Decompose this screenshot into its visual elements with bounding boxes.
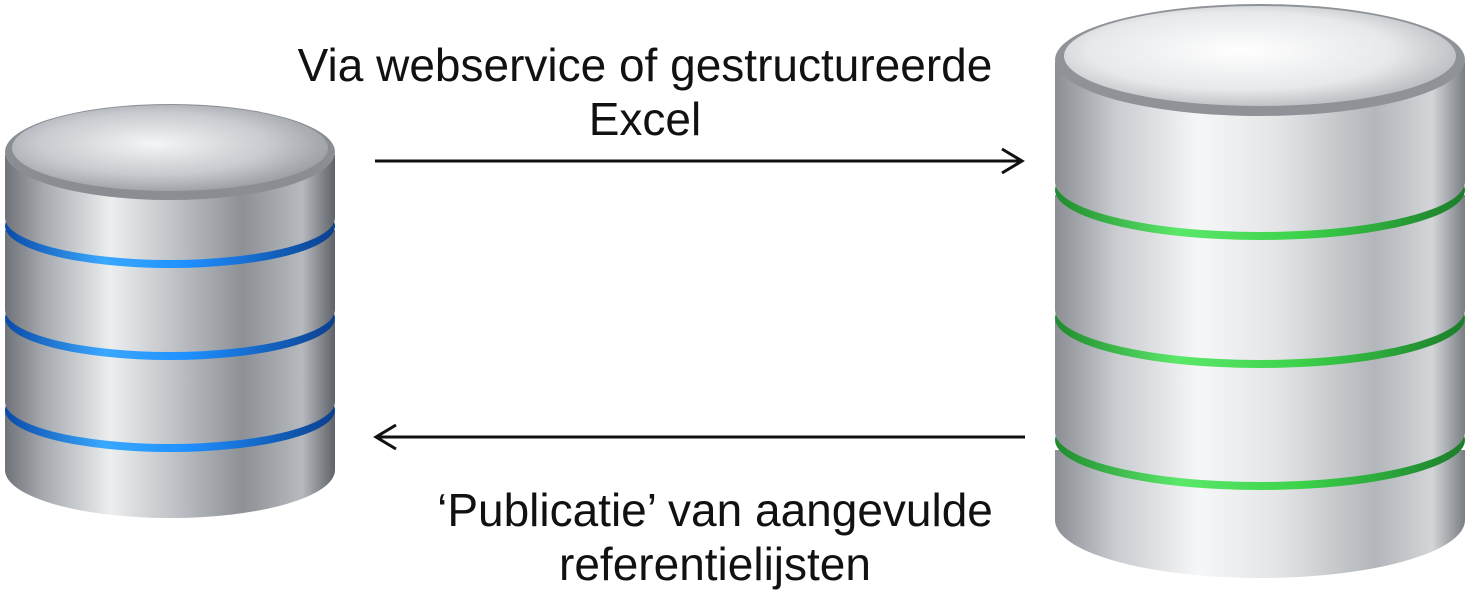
flow-label-bottom: ‘Publicatie’ van aangevulde referentieli…: [365, 483, 1065, 591]
arrow-left: [373, 423, 1025, 451]
database-icon: [5, 104, 335, 518]
flow-label-bottom-line1: ‘Publicatie’ van aangevulde: [437, 484, 993, 536]
flow-label-bottom-line2: referentielijsten: [559, 538, 871, 590]
flow-label-top: Via webservice of gestructureerde Excel: [245, 38, 1045, 146]
database-icon: [1055, 4, 1465, 578]
flow-label-top-line1: Via webservice of gestructureerde: [297, 39, 993, 91]
flow-label-top-line2: Excel: [588, 93, 702, 145]
arrow-right: [375, 147, 1025, 175]
